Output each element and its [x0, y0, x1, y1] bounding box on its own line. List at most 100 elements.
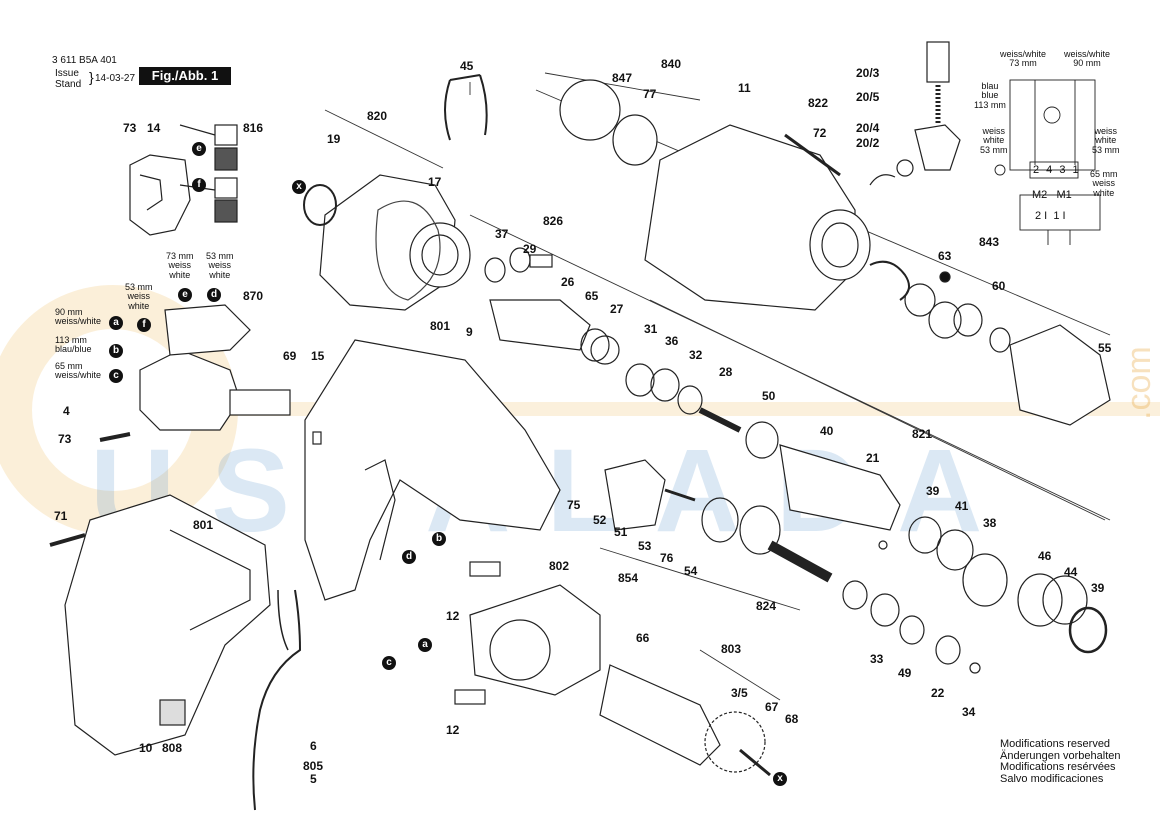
part-label: 41: [955, 499, 969, 513]
part-label: 38: [983, 516, 997, 530]
part-label: 76: [660, 551, 674, 565]
part-label: 77: [643, 87, 657, 101]
part-label: 37: [495, 227, 509, 241]
part-label: 12: [446, 723, 460, 737]
part-label: 65: [585, 289, 599, 303]
part-label: 39: [926, 484, 940, 498]
part-label: 870: [243, 289, 264, 303]
gear-housing-drawing: [303, 74, 488, 311]
part-label: 54: [684, 564, 698, 578]
part-label: 801: [430, 319, 451, 333]
armature-drawing: [599, 664, 771, 777]
part-label: 36: [665, 334, 679, 348]
part-label: 20/2: [856, 136, 880, 150]
tool-holder-drawing: [484, 247, 779, 459]
issue-label: Issue: [55, 68, 79, 79]
part-label: 847: [612, 71, 633, 85]
part-label: 820: [367, 109, 388, 123]
part-label: 49: [898, 666, 912, 680]
mechanism-drawing: [604, 459, 696, 531]
hammer-tube-drawing: [779, 444, 1108, 654]
part-label: 39: [1091, 581, 1105, 595]
part-label: 822: [808, 96, 829, 110]
part-label: 52: [593, 513, 607, 527]
part-label: 808: [162, 741, 183, 755]
part-label: 40: [820, 424, 834, 438]
figure-label: Fig./Abb. 1: [139, 67, 231, 85]
part-label: 843: [979, 235, 1000, 249]
part-label: 840: [661, 57, 682, 71]
motor-schematic-drawing: [994, 79, 1101, 245]
part-label: 3/5: [731, 686, 748, 700]
doc-number: 3 611 B5A 401: [52, 55, 117, 66]
part-label: 805: [303, 759, 324, 773]
part-label: 26: [561, 275, 575, 289]
part-label: 67: [765, 700, 779, 714]
brace-glyph: }: [89, 69, 94, 85]
brush-letter-e: e: [192, 142, 206, 156]
part-label: 44: [1064, 565, 1078, 579]
wire-letter-d: d: [207, 288, 221, 302]
part-label: 73: [123, 121, 137, 135]
issue-date: 14-03-27: [95, 73, 136, 84]
part-label: 801: [193, 518, 214, 532]
wire-letter-b: b: [109, 344, 123, 358]
wire-letter-f: f: [137, 318, 151, 332]
wire-letter-c: c: [382, 656, 396, 670]
part-label: 53: [638, 539, 652, 553]
schematic-motors: M2 M1: [1032, 189, 1072, 201]
wire-letter-a: a: [418, 638, 432, 652]
part-label: 821: [912, 427, 933, 441]
part-label: 802: [549, 559, 570, 573]
field-coil-drawing: [454, 561, 601, 705]
stand-label: Stand: [55, 79, 82, 90]
part-label: 17: [428, 175, 442, 189]
part-label: 854: [618, 571, 639, 585]
part-label: 34: [962, 705, 976, 719]
part-label: 63: [938, 249, 952, 263]
modifications-note: Modifications reserved Änderungen vorbeh…: [1000, 738, 1121, 785]
part-label: 46: [1038, 549, 1052, 563]
wire-letter-d: d: [402, 550, 416, 564]
brush-holder-drawing: [129, 124, 238, 236]
part-label: 11: [738, 81, 751, 95]
part-label: 20/3: [856, 66, 880, 80]
part-label: 55: [1098, 341, 1112, 355]
hammer-housing-drawing: [559, 79, 871, 311]
part-label: 4: [63, 404, 70, 418]
mark-letter-x: x: [292, 180, 306, 194]
part-label: 29: [523, 242, 537, 256]
part-label: 72: [813, 126, 827, 140]
schematic-terminals: 2 4 3 1: [1033, 164, 1081, 176]
wire-letter-c: c: [109, 369, 123, 383]
part-label: 50: [762, 389, 776, 403]
part-label: 803: [721, 642, 742, 656]
part-label: 5: [310, 772, 317, 786]
part-label: 6: [310, 739, 317, 753]
part-label: 69: [283, 349, 297, 363]
wire-letter-a: a: [109, 316, 123, 330]
part-label: 19: [327, 132, 341, 146]
part-label: 73: [58, 432, 72, 446]
mark-letter-x: x: [773, 772, 787, 786]
part-label: 68: [785, 712, 799, 726]
part-label: 22: [931, 686, 945, 700]
chuck-parts-drawing: [869, 260, 1111, 426]
part-label: 15: [311, 349, 325, 363]
part-label: 20/4: [856, 121, 880, 135]
part-label: 28: [719, 365, 733, 379]
handle-housing-drawing: [304, 339, 561, 601]
part-label: 10: [139, 741, 153, 755]
part-label: 12: [446, 609, 460, 623]
lower-housing-drawing: [64, 494, 302, 811]
part-label: 75: [567, 498, 581, 512]
